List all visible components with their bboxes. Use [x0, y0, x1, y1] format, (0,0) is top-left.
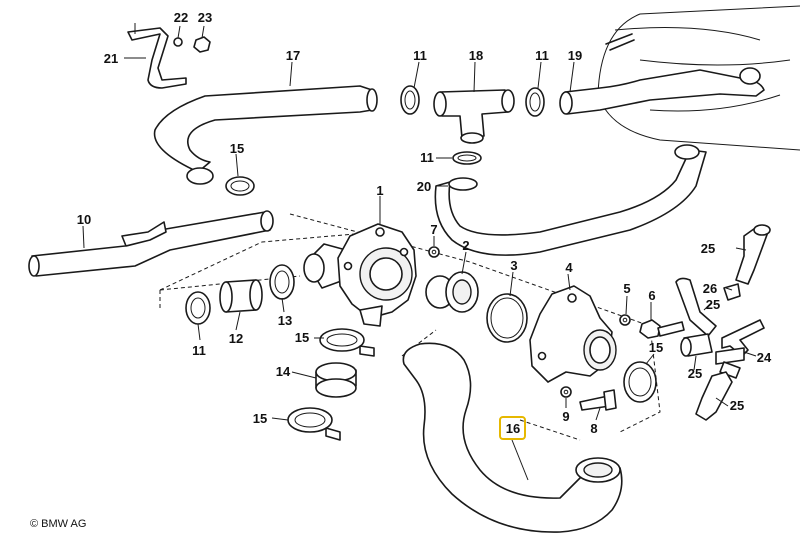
callout-16[interactable]: 16 [506, 421, 520, 436]
pipe-10 [28, 210, 274, 277]
washer-5 [619, 314, 631, 326]
callout-11-b[interactable]: 11 [535, 48, 549, 63]
callout-25-c[interactable]: 25 [688, 366, 702, 381]
hose-20 [434, 144, 707, 256]
callout-12[interactable]: 12 [229, 331, 243, 346]
washer-9 [560, 386, 572, 398]
callout-18[interactable]: 18 [469, 48, 483, 63]
sleeve-14 [315, 362, 357, 398]
clamp-13 [269, 264, 295, 300]
callout-15-a[interactable]: 15 [230, 141, 244, 156]
hose-19 [559, 67, 765, 115]
hose-25-left [675, 277, 717, 337]
seal-ring-3 [486, 293, 528, 343]
callout-23[interactable]: 23 [198, 10, 212, 25]
assembly-line-left [159, 231, 379, 291]
callout-24[interactable]: 24 [757, 350, 772, 365]
hose-25-top [735, 224, 771, 285]
connector-24 [715, 319, 765, 379]
washer-7 [428, 246, 440, 258]
highlighted-part-marker [499, 416, 526, 440]
callout-20[interactable]: 20 [417, 179, 431, 194]
callout-13[interactable]: 13 [278, 313, 292, 328]
callout-26[interactable]: 26 [703, 281, 717, 296]
callout-11-c[interactable]: 11 [420, 150, 434, 165]
clamp-11-top-left [400, 85, 420, 115]
clamp-11-lower [185, 291, 211, 325]
leader-lines [82, 23, 757, 481]
callout-25-b[interactable]: 25 [706, 297, 720, 312]
callout-17[interactable]: 17 [286, 48, 300, 63]
thermostat-2 [425, 271, 479, 313]
assembly-line-right [289, 213, 661, 433]
clamp-11-top-right [525, 87, 545, 117]
clamp-15-right [623, 361, 657, 403]
callout-15-b[interactable]: 15 [649, 340, 663, 355]
callout-11-d[interactable]: 11 [192, 343, 206, 358]
callout-7[interactable]: 7 [430, 222, 437, 237]
bolt-6 [639, 319, 685, 339]
callout-9[interactable]: 9 [562, 409, 569, 424]
callout-4[interactable]: 4 [565, 260, 573, 275]
callout-15-d[interactable]: 15 [253, 411, 267, 426]
callout-3[interactable]: 3 [510, 258, 517, 273]
copyright-notice: © BMW AG [30, 518, 87, 530]
clamp-15-mid [319, 328, 375, 357]
callout-labels: 21 22 23 17 11 18 11 19 15 11 20 10 1 7 … [77, 10, 772, 440]
callout-21[interactable]: 21 [104, 51, 118, 66]
sleeve-12 [219, 279, 263, 313]
clamp-15-upper [225, 176, 255, 196]
callout-8[interactable]: 8 [590, 421, 597, 436]
bolt-8 [579, 389, 617, 411]
clamp-11-middle [452, 151, 482, 165]
callout-15-c[interactable]: 15 [295, 330, 309, 345]
t-piece-18 [433, 89, 515, 144]
callout-25-a[interactable]: 25 [701, 241, 715, 256]
thermostat-cover-4 [529, 285, 617, 383]
elbow-pipe [303, 243, 347, 289]
hose-16 [402, 342, 623, 533]
thermostat-housing-1 [337, 223, 417, 327]
clamp-15-lower [287, 407, 341, 441]
callout-5[interactable]: 5 [623, 281, 630, 296]
callout-22[interactable]: 22 [174, 10, 188, 25]
clip-26 [723, 283, 741, 301]
callout-1[interactable]: 1 [376, 183, 383, 198]
callout-25-d[interactable]: 25 [730, 398, 744, 413]
hose-17 [153, 85, 378, 185]
callout-19[interactable]: 19 [568, 48, 582, 63]
callout-14[interactable]: 14 [276, 364, 291, 379]
sleeve-25-mid [680, 333, 713, 357]
callout-2[interactable]: 2 [462, 238, 469, 253]
callout-11-a[interactable]: 11 [413, 48, 427, 63]
bracket-21 [127, 27, 211, 89]
callout-6[interactable]: 6 [648, 288, 655, 303]
callout-10[interactable]: 10 [77, 212, 91, 227]
hose-25-bottom [695, 371, 733, 421]
